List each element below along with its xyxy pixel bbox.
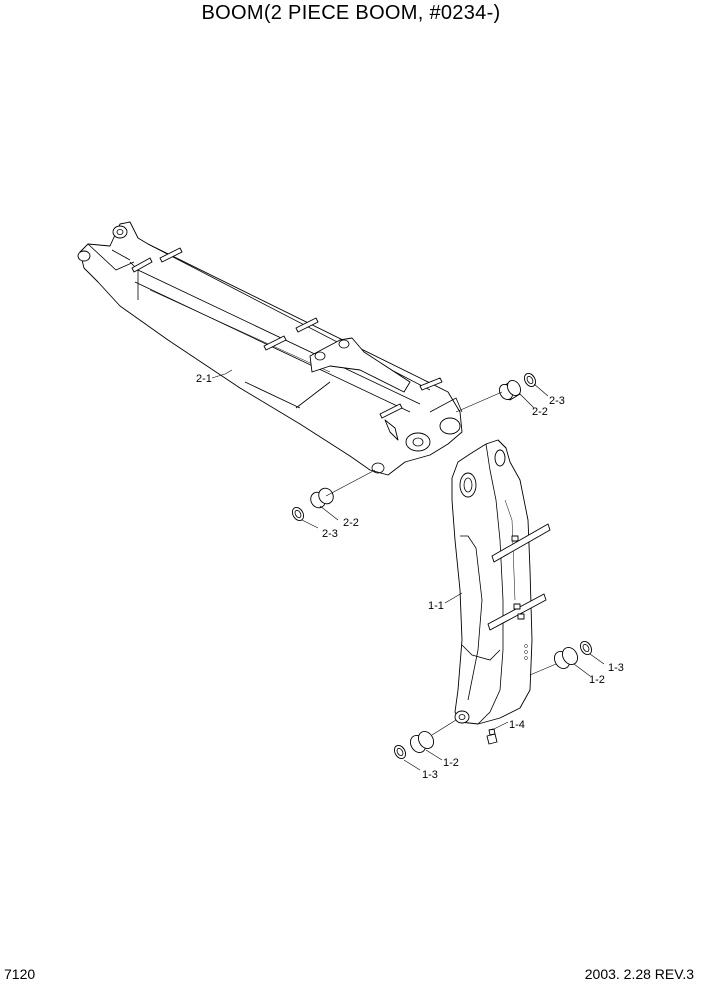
bushing-1-2-lower [410, 731, 434, 753]
callout-1-1: 1-1 [428, 600, 444, 612]
callout-2-2-top: 2-2 [532, 406, 548, 418]
callout-1-3-right: 1-3 [608, 662, 624, 674]
leader-lines [211, 369, 605, 771]
bushing-2-2-lower [310, 487, 334, 509]
upper-boom-part-2-1 [77, 221, 463, 476]
shim-1-3-lower [393, 744, 407, 760]
callout-1-3-lower: 1-3 [422, 769, 438, 781]
callout-2-3-top: 2-3 [549, 395, 565, 407]
callout-1-2-lower: 1-2 [443, 757, 459, 769]
callout-1-4: 1-4 [509, 719, 525, 731]
grease-fitting-1-4 [486, 728, 498, 745]
callout-1-2-right: 1-2 [589, 674, 605, 686]
page-title: BOOM(2 PIECE BOOM, #0234-) [201, 2, 501, 24]
bushing-2-2-upper [498, 380, 522, 401]
lower-boom-part-1-1 [451, 439, 551, 725]
callout-2-3-lower: 2-3 [322, 528, 338, 540]
shim-2-3-upper [523, 372, 537, 388]
shim-1-3-right [579, 640, 593, 656]
bushing-1-2-right [554, 647, 578, 669]
revision-date: 2003. 2.28 REV.3 [584, 966, 694, 982]
callout-2-1: 2-1 [196, 373, 212, 385]
callout-2-2-lower: 2-2 [343, 517, 359, 529]
shim-2-3-lower [291, 506, 305, 522]
page-number: 7120 [4, 966, 36, 982]
